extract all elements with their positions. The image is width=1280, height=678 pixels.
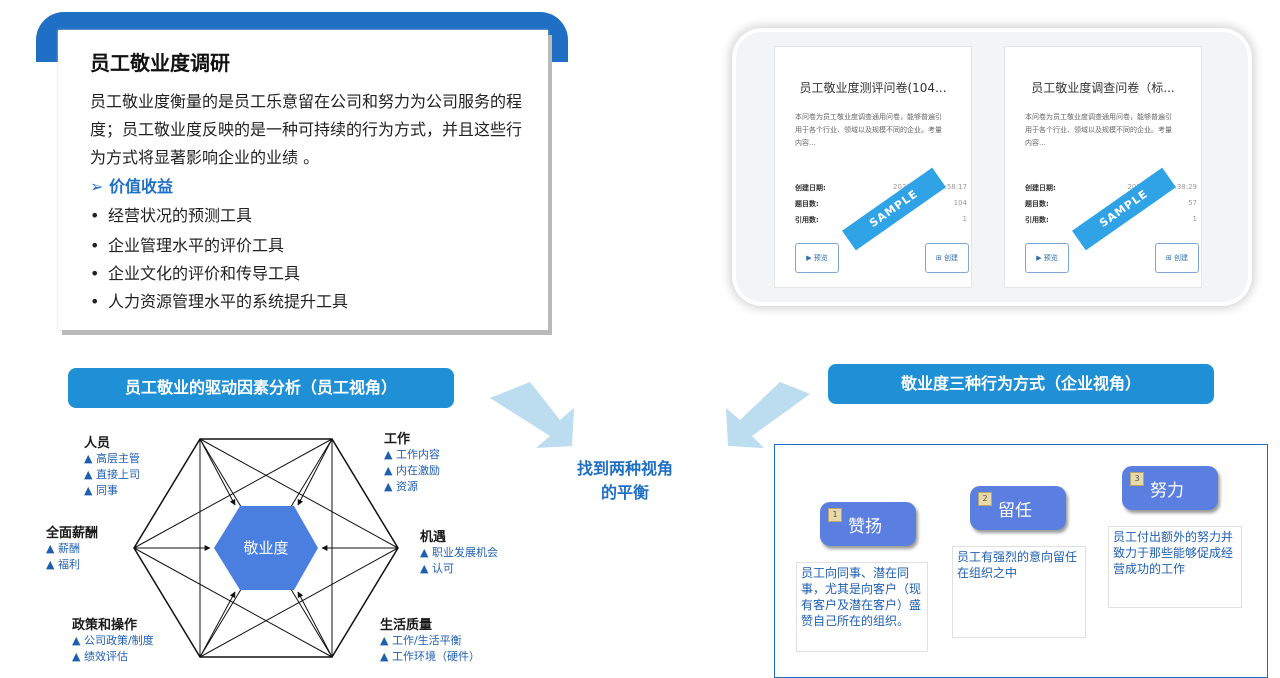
arrow-marker-icon: ➢ — [90, 177, 104, 196]
group-item: ▲ 内在激励 — [384, 464, 440, 477]
balance-caption: 找到两种视角 的平衡 — [576, 459, 673, 502]
driver-group-pay: 全面薪酬 ▲ 薪酬 ▲ 福利 — [46, 522, 98, 573]
group-item: ▲ 公司政策/制度 — [72, 634, 154, 647]
drivers-heading: 员工敬业的驱动因素分析（员工视角） — [68, 368, 454, 408]
group-title: 全面薪酬 — [46, 526, 99, 541]
driver-group-work: 工作 ▲ 工作内容 ▲ 内在激励 ▲ 资源 — [384, 428, 440, 495]
driver-group-opportunity: 机遇 ▲ 职业发展机会 ▲ 认可 — [420, 526, 498, 577]
group-item: ▲ 工作内容 — [384, 448, 440, 461]
create-button[interactable]: ⊞ 创建 — [1155, 243, 1199, 273]
survey-card[interactable]: 员工敬业度调查问卷（标... 本问卷为员工敬业度调查通用问卷，能够普遍引用于各个… — [1004, 46, 1202, 288]
survey-card[interactable]: 员工敬业度测评问卷(104... 本问卷为员工敬业度调查通用问卷，能够普遍引用于… — [774, 46, 972, 288]
survey-screenshot-panel: 员工敬业度测评问卷(104... 本问卷为员工敬业度调查通用问卷，能够普遍引用于… — [736, 32, 1248, 302]
group-item: ▲ 工作/生活平衡 — [380, 634, 462, 647]
arrow-left-down-icon — [726, 382, 810, 448]
questions-row: 题目数:57 — [1025, 199, 1197, 208]
driver-group-life: 生活质量 ▲ 工作/生活平衡 ▲ 工作环境（硬件） — [380, 614, 480, 665]
behavior-effort-button[interactable]: 3 努力 — [1122, 466, 1218, 510]
cited-row: 引用数:1 — [795, 215, 967, 224]
group-item: ▲ 福利 — [46, 558, 80, 571]
intro-body: 员工敬业度衡量的是员工乐意留在公司和努力为公司服务的程度；员工敬业度反映的是一种… — [90, 92, 523, 167]
group-item: ▲ 认可 — [420, 562, 454, 575]
preview-button[interactable]: ▶ 预览 — [795, 243, 839, 273]
group-item: ▲ 资源 — [384, 480, 418, 493]
group-title: 人员 — [84, 436, 111, 451]
group-title: 政策和操作 — [72, 618, 138, 633]
behavior-praise-button[interactable]: 1 赞扬 — [820, 502, 916, 546]
intro-title: 员工敬业度调研 — [90, 51, 230, 75]
survey-card-description: 本问卷为员工敬业度调查通用问卷，能够普遍引用于各个行业、领域以及规模不同的企业。… — [1025, 113, 1172, 147]
intro-bullet: •企业管理水平的评价工具 — [90, 236, 285, 255]
create-button[interactable]: ⊞ 创建 — [925, 243, 969, 273]
arrow-right-down-icon — [490, 382, 574, 448]
group-item: ▲ 同事 — [84, 484, 118, 497]
intro-bullet: •人力资源管理水平的系统提升工具 — [90, 292, 349, 311]
questions-row: 题目数:104 — [795, 199, 967, 208]
survey-card-title: 员工敬业度调查问卷（标... — [1031, 81, 1175, 95]
driver-group-policy: 政策和操作 ▲ 公司政策/制度 ▲ 绩效评估 — [72, 614, 154, 665]
behavior-retain-description: 员工有强烈的意向留任在组织之中 — [952, 546, 1086, 638]
intro-subheading-label: 价值收益 — [108, 177, 173, 196]
behavior-praise-description: 员工向同事、潜在同事，尤其是向客户（现有客户及潜在客户）盛赞自己所在的组织。 — [796, 562, 928, 652]
intro-card — [58, 30, 548, 330]
intro-bullet: •经营状况的预测工具 — [90, 206, 253, 225]
group-item: ▲ 职业发展机会 — [420, 546, 498, 559]
behavior-retain-button[interactable]: 2 留任 — [970, 486, 1066, 530]
group-item: ▲ 直接上司 — [84, 468, 140, 481]
behavior-effort-description: 员工付出额外的努力并致力于那些能够促成经营成功的工作 — [1108, 526, 1242, 608]
engagement-center-label: 敬业度 — [243, 539, 289, 557]
group-title: 机遇 — [420, 530, 447, 545]
preview-button[interactable]: ▶ 预览 — [1025, 243, 1069, 273]
arrows-to-center — [134, 438, 398, 658]
driver-group-people: 人员 ▲ 高层主管 ▲ 直接上司 ▲ 同事 — [84, 432, 140, 499]
engagement-hexagon — [214, 506, 318, 590]
group-title: 工作 — [384, 432, 411, 447]
survey-card-description: 本问卷为员工敬业度调查通用问卷，能够普遍引用于各个行业、领域以及规模不同的企业。… — [795, 113, 942, 147]
group-item: ▲ 工作环境（硬件） — [380, 650, 480, 663]
survey-card-title: 员工敬业度测评问卷(104... — [799, 81, 947, 95]
cited-row: 引用数:1 — [1025, 215, 1197, 224]
behaviors-heading: 敬业度三种行为方式（企业视角） — [828, 364, 1214, 404]
group-item: ▲ 绩效评估 — [72, 650, 128, 663]
group-item: ▲ 薪酬 — [46, 542, 80, 555]
group-item: ▲ 高层主管 — [84, 452, 140, 465]
intro-subheading: ➢ 价值收益 — [90, 173, 173, 197]
intro-bullet: •企业文化的评价和传导工具 — [90, 264, 301, 283]
group-title: 生活质量 — [380, 618, 433, 633]
